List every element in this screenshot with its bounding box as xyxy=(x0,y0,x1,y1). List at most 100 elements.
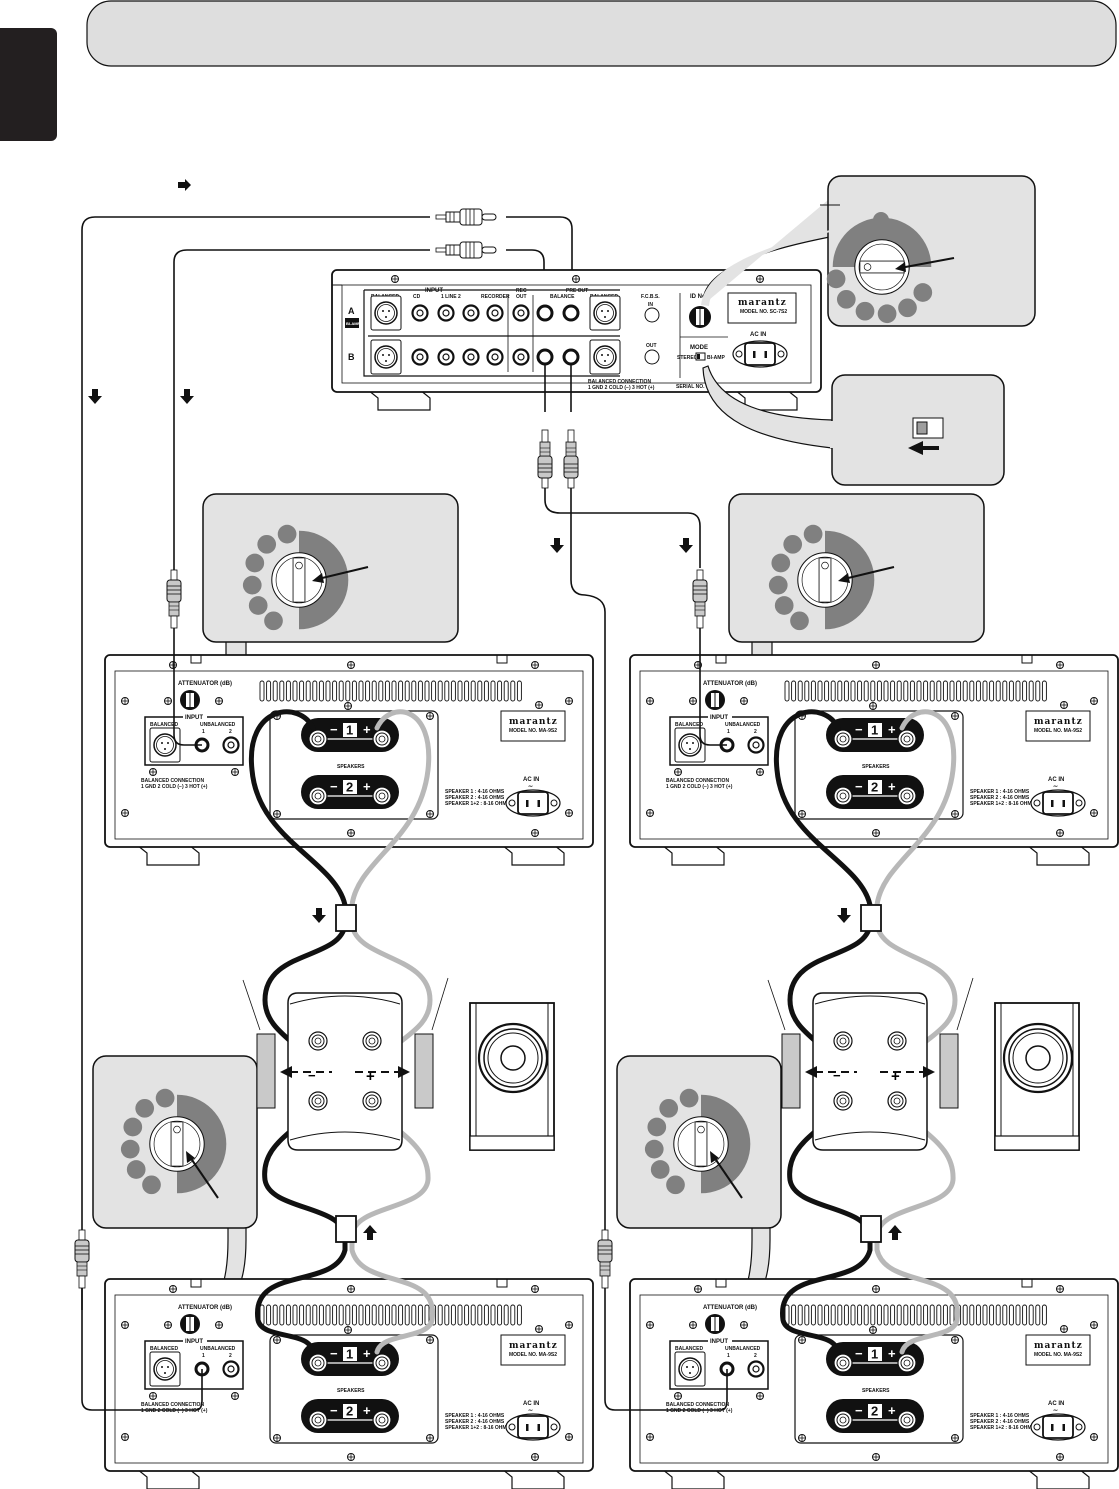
terminal-number: 2 xyxy=(871,1404,878,1419)
amp-input-1-label: 1 xyxy=(202,729,205,735)
arrow-up-glyph xyxy=(363,1225,377,1240)
binding-post-plus xyxy=(897,1353,917,1373)
amp-brand: marantz xyxy=(509,1341,558,1351)
preamp-id-knob[interactable] xyxy=(689,306,711,328)
amp-ac-tilde: ∼ xyxy=(1053,784,1058,790)
amp-attenuator-label: ATTENUATOR (dB) xyxy=(178,681,232,687)
speaker-post-upper-minus xyxy=(833,1031,853,1051)
amp-unbalanced-label: UNBALANCED xyxy=(200,722,236,728)
screw xyxy=(426,712,434,720)
attenuator-knob[interactable] xyxy=(180,1314,200,1334)
screw xyxy=(531,829,539,837)
preamp-xlr-input-b xyxy=(370,339,402,375)
amp-input-label: INPUT xyxy=(710,715,728,721)
preamp-mode-biamp-label: BI-AMP xyxy=(707,355,725,361)
screw xyxy=(231,1392,239,1400)
amp-impedance-1: SPEAKER 1 : 4-16 OHMS xyxy=(970,789,1030,795)
preamp-bi-amp-badge: BI-AMP xyxy=(346,321,361,326)
screw xyxy=(426,810,434,818)
jumper-bar-left xyxy=(256,1033,276,1109)
binding-post-minus xyxy=(833,786,853,806)
amp-balanced-label: BALANCED xyxy=(675,1346,703,1352)
preamp-xlr-out-a xyxy=(589,295,621,331)
amp-unbalanced-input-2 xyxy=(222,736,240,754)
amp-nameplate xyxy=(1025,710,1091,742)
binding-post-plus xyxy=(372,1353,392,1373)
header-banner xyxy=(86,0,1117,67)
amp-impedance-1: SPEAKER 1 : 4-16 OHMS xyxy=(445,789,505,795)
amp-foot xyxy=(660,844,725,866)
screw xyxy=(149,1392,157,1400)
amp-foot xyxy=(500,1468,565,1489)
amp-brand: marantz xyxy=(509,717,558,727)
terminal-minus-label: − xyxy=(855,1346,863,1361)
preamp-input-label: INPUT xyxy=(425,288,443,294)
screw xyxy=(273,810,281,818)
screw xyxy=(347,829,355,837)
screw xyxy=(1060,701,1068,709)
screw xyxy=(798,810,806,818)
terminal-minus-label: − xyxy=(855,1403,863,1418)
preamp-recorder-label: RECORDER xyxy=(481,294,510,300)
screw xyxy=(798,1336,806,1344)
amp-input-2-label: 2 xyxy=(229,1353,232,1359)
speaker-terminal-sp1: 1−+ xyxy=(301,1342,399,1376)
screw xyxy=(1060,1325,1068,1333)
input-cable-left-outer xyxy=(81,216,573,1310)
screw xyxy=(674,768,682,776)
binding-post-minus xyxy=(833,729,853,749)
preamp-mode-switch[interactable] xyxy=(695,352,706,361)
screw xyxy=(1090,697,1098,705)
arrow-up-glyph xyxy=(888,1225,902,1240)
amp-input-cables xyxy=(81,628,728,1411)
attenuator-knob[interactable] xyxy=(705,690,725,710)
binding-post-minus xyxy=(308,1410,328,1430)
amp-unbalanced-input-2 xyxy=(747,736,765,754)
speaker-terminal-sp2: 2−+ xyxy=(301,1399,399,1433)
speaker-section-left: −+ xyxy=(242,709,555,1355)
arrow-up-icon xyxy=(363,1225,377,1240)
input-cable-left-inner xyxy=(173,249,545,588)
rca-plug-pre-out-1 xyxy=(537,429,553,489)
screw xyxy=(565,697,573,705)
attenuator-knob[interactable] xyxy=(705,1314,725,1334)
screw xyxy=(347,1453,355,1461)
amp-balanced-label: BALANCED xyxy=(150,722,178,728)
amp-ac-in-label: AC IN xyxy=(523,777,539,783)
amp-input-label: INPUT xyxy=(710,1339,728,1345)
terminal-minus-label: − xyxy=(855,722,863,737)
arrow-down-icon xyxy=(180,389,194,404)
arrow-down-icon xyxy=(550,538,564,553)
terminal-minus-label: − xyxy=(330,722,338,737)
preamp-fcbs-out-label: OUT xyxy=(646,343,657,349)
amp-balanced-xlr-input xyxy=(149,727,181,763)
amp-impedance-1: SPEAKER 1 : 4-16 OHMS xyxy=(445,1413,505,1419)
preamp-pre-out-jacks xyxy=(536,304,580,366)
speaker-cable-negative-lower xyxy=(780,1097,873,1355)
amp-speakers-label: SPEAKERS xyxy=(337,1388,365,1394)
amp-model: MODEL NO. MA-9S2 xyxy=(1034,1352,1082,1358)
amp-ac-in-label: AC IN xyxy=(1048,777,1064,783)
screw xyxy=(951,810,959,818)
attenuator-knob[interactable] xyxy=(180,690,200,710)
amp-speakers-label: SPEAKERS xyxy=(862,764,890,770)
binding-post-plus xyxy=(372,786,392,806)
screw xyxy=(689,1321,697,1329)
rca-plug-pre-out-2 xyxy=(563,429,579,489)
amp-brand: marantz xyxy=(1034,1341,1083,1351)
id-knob-callout xyxy=(701,175,1036,327)
preamplifier-rear-panel: BI-AMP INPUT BALANCED CD 1 LINE 2 RECORD… xyxy=(331,269,822,411)
amp-ac-in-label: AC IN xyxy=(523,1401,539,1407)
amp-ac-inlet xyxy=(505,1413,561,1441)
pointer-arrow xyxy=(899,257,955,269)
amp-balanced-xlr-input xyxy=(149,1351,181,1387)
screw xyxy=(1056,1453,1064,1461)
preamp-fcbs-out-jack xyxy=(644,349,660,365)
terminal-minus-label: − xyxy=(330,1403,338,1418)
screw xyxy=(1056,661,1064,669)
cable-clip xyxy=(860,904,882,932)
amp-input-label: INPUT xyxy=(185,1339,203,1345)
screw xyxy=(1056,829,1064,837)
